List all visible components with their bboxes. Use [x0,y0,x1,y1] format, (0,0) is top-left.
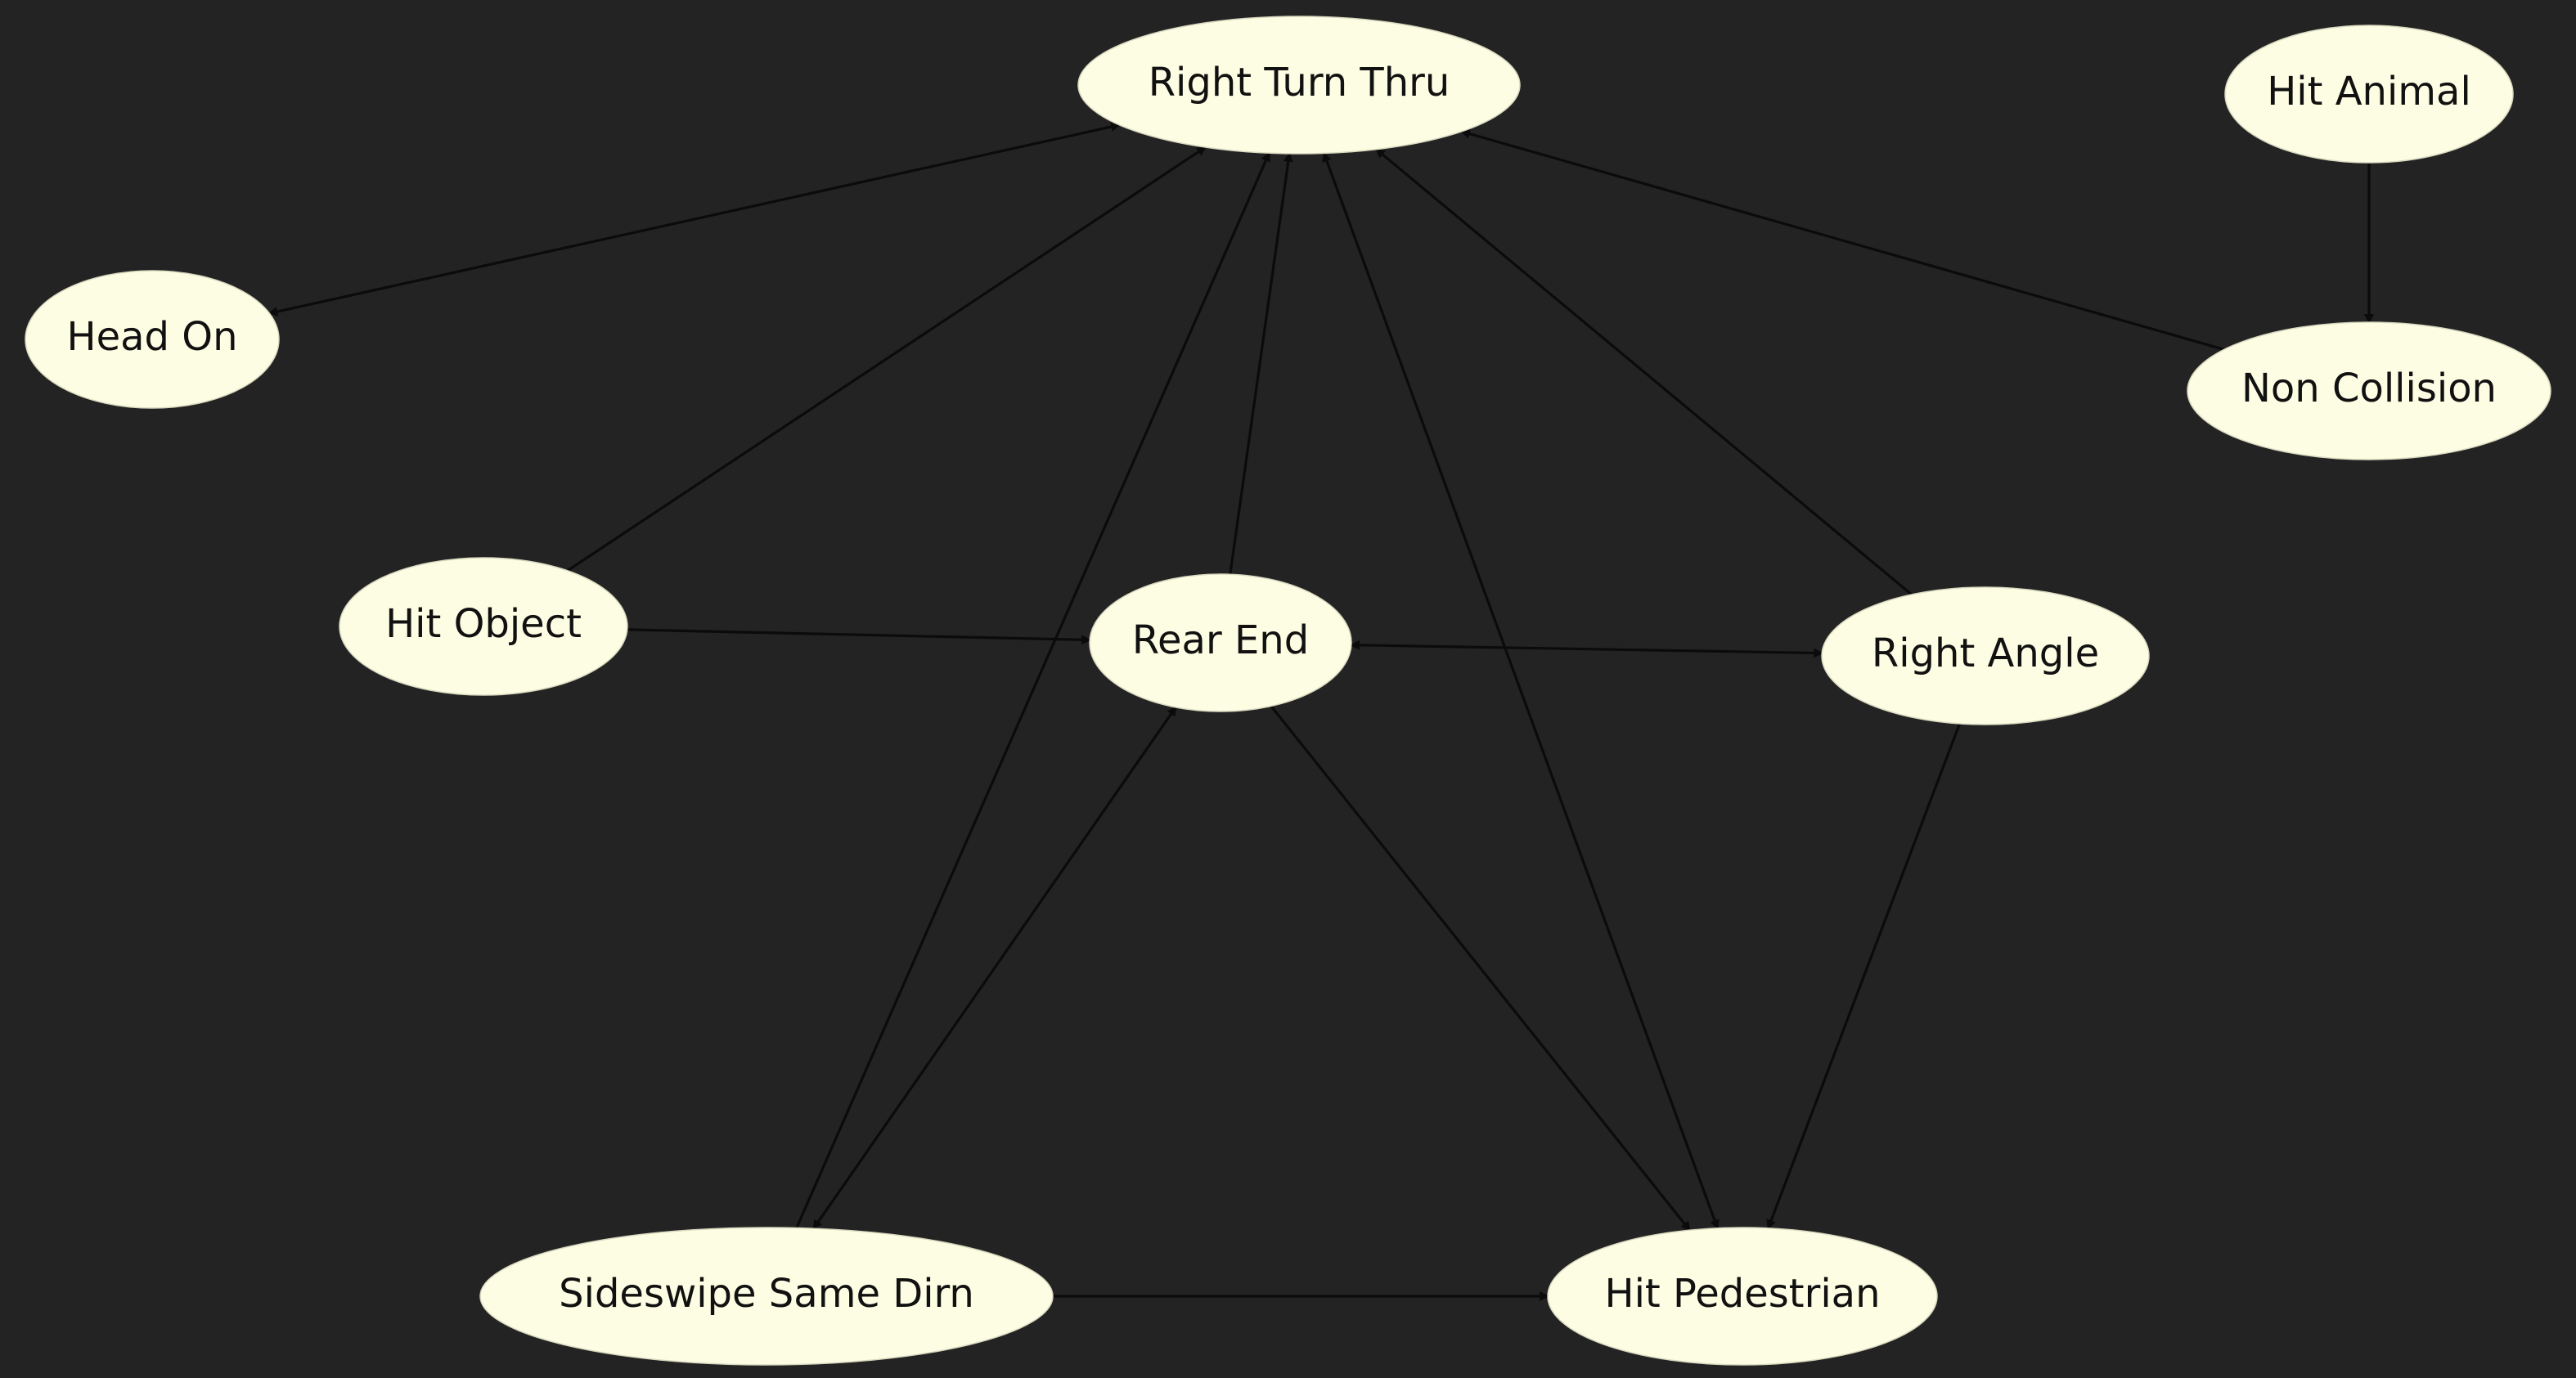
node-rear-end-shape [1089,573,1352,712]
node-hit-object-shape [339,557,628,696]
node-rear-end[interactable]: Rear End [1089,573,1352,712]
edge-right-turn-thru-to-hit-pedestrian [1322,151,1720,1230]
node-head-on-label: Head On [67,314,238,360]
node-right-turn-thru[interactable]: Right Turn Thru [1077,16,1521,155]
edge-non-collision-to-right-turn-thru [1459,128,2225,351]
node-hit-animal-shape [2224,25,2514,164]
node-sideswipe-same-dirn-shape [479,1227,1054,1366]
edge-hit-object-to-right-turn-thru [566,146,1207,572]
edge-sideswipe-same-dirn-to-rear-end [812,706,1177,1230]
node-head-on-shape [25,270,280,409]
node-right-angle[interactable]: Right Angle [1821,586,2150,725]
edge-right-angle-to-right-turn-thru [1375,148,1913,596]
node-hit-pedestrian-label: Hit Pedestrian [1604,1271,1880,1317]
edge-rear-end-to-hit-pedestrian [1270,705,1691,1232]
node-hit-object-label: Hit Object [385,601,582,647]
edges-layer [267,122,2374,1301]
node-right-turn-thru-label: Right Turn Thru [1149,60,1450,105]
edge-head-on-to-right-turn-thru [267,122,1122,316]
edge-right-angle-to-hit-pedestrian [1766,723,1961,1230]
node-hit-animal-label: Hit Animal [2267,69,2471,114]
edge-rear-end-to-right-turn-thru [1229,151,1293,575]
node-hit-pedestrian[interactable]: Hit Pedestrian [1547,1227,1938,1366]
node-head-on[interactable]: Head On [25,270,280,409]
edge-hit-object-to-rear-end [627,628,1092,645]
node-non-collision[interactable]: Non Collision [2187,321,2551,460]
edge-rear-end-to-right-angle [1349,640,1824,658]
node-non-collision-label: Non Collision [2241,366,2497,411]
node-rear-end-label: Rear End [1132,617,1309,663]
node-sideswipe-same-dirn[interactable]: Sideswipe Same Dirn [479,1227,1054,1366]
node-right-angle-label: Right Angle [1872,631,2099,676]
node-sideswipe-same-dirn-label: Sideswipe Same Dirn [559,1271,974,1317]
node-non-collision-shape [2187,321,2551,460]
node-hit-animal[interactable]: Hit Animal [2224,25,2514,164]
node-hit-pedestrian-shape [1547,1227,1938,1366]
node-right-turn-thru-shape [1077,16,1521,155]
nodes-layer: Right Turn Thru Hit Animal Head On Non C… [25,16,2551,1366]
node-hit-object[interactable]: Hit Object [339,557,628,696]
node-right-angle-shape [1821,586,2150,725]
